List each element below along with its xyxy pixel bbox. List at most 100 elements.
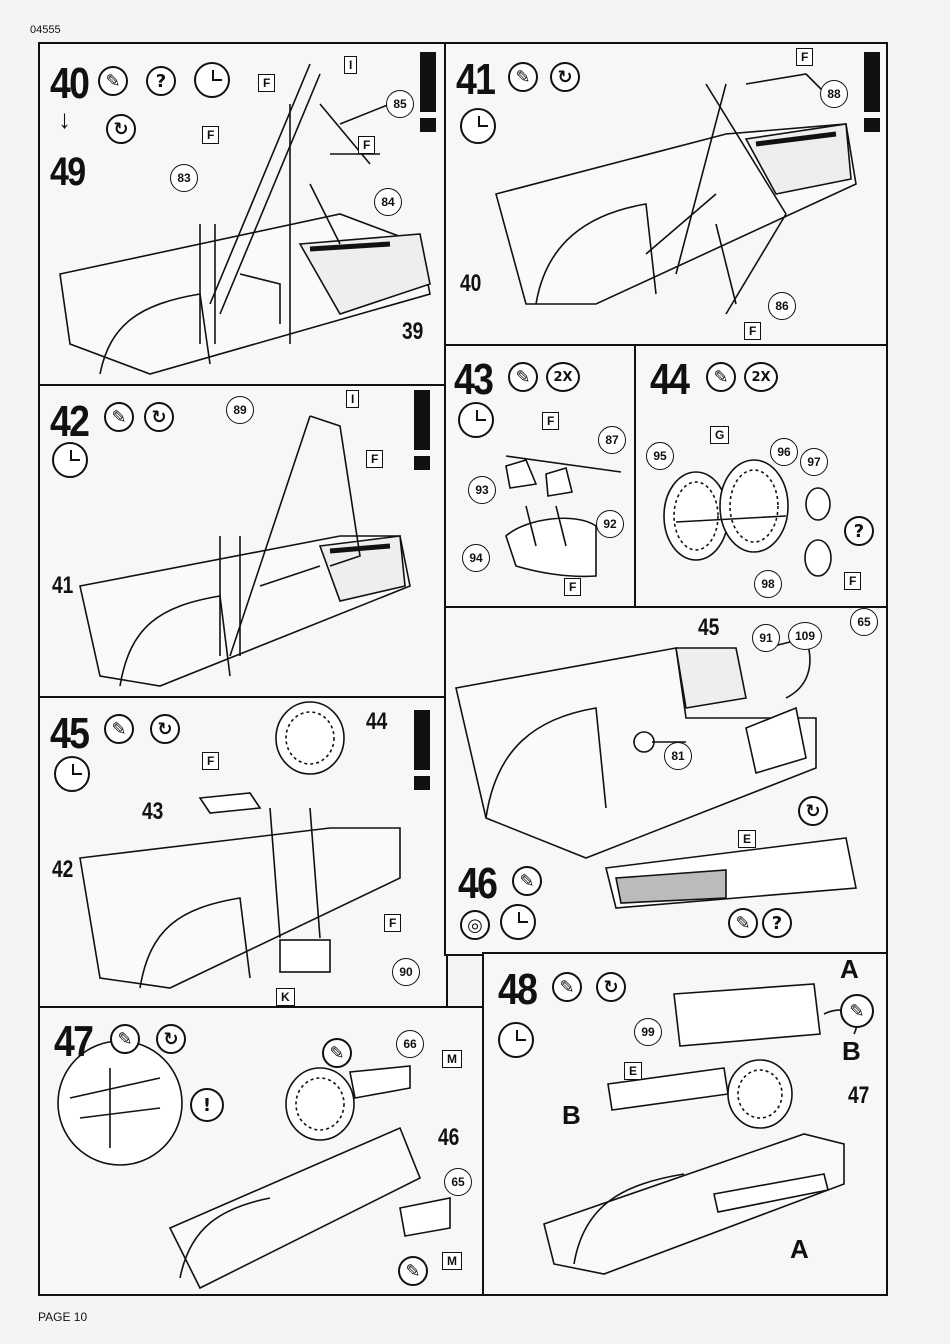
- step-41-number: 41: [456, 58, 494, 102]
- step-43-panel: 43 ✎ 2X F F 87 93 92 94: [444, 344, 638, 610]
- step-45-drawing: [40, 698, 446, 1008]
- question-icon: ?: [146, 66, 176, 96]
- paint-icon: ✎: [840, 994, 874, 1028]
- alignment-letter: A: [840, 954, 859, 985]
- alignment-letter: A: [790, 1234, 809, 1265]
- part-ref-label: 47: [848, 1082, 869, 1110]
- step-41-panel: 41 ✎ ↻ F F 88 86 40: [444, 42, 888, 348]
- step-48-drawing: [484, 954, 886, 1294]
- part-callout: 87: [598, 426, 626, 454]
- sprue-tag: F: [366, 450, 383, 468]
- sprue-tag: I: [346, 390, 359, 408]
- sprue-tag: F: [384, 914, 401, 932]
- question-icon: ?: [844, 516, 874, 546]
- sprue-tag: F: [744, 322, 761, 340]
- glue-icon: ✎: [110, 1024, 140, 1054]
- sprue-tag: K: [276, 988, 295, 1006]
- sprue-tag: F: [564, 578, 581, 596]
- part-callout: 65: [850, 608, 878, 636]
- step-47-number: 47: [54, 1020, 92, 1064]
- glue-icon: ✎: [552, 972, 582, 1002]
- part-callout: 99: [634, 1018, 662, 1046]
- paint-icon: ✎: [398, 1256, 428, 1286]
- sprue-tag: F: [542, 412, 559, 430]
- glue-icon: ✎: [706, 362, 736, 392]
- step-40-number: 40: [50, 62, 88, 106]
- part-callout: 84: [374, 188, 402, 216]
- sprue-tag: I: [344, 56, 357, 74]
- arrow-down-icon: ↓: [58, 104, 71, 135]
- part-ref-label: 39: [402, 318, 423, 346]
- clock-icon: [194, 62, 230, 98]
- part-callout: 66: [396, 1030, 424, 1058]
- part-callout: 109: [788, 622, 822, 650]
- part-ref-label: 46: [438, 1124, 459, 1152]
- part-callout: 85: [386, 90, 414, 118]
- part-callout: 96: [770, 438, 798, 466]
- part-ref-label: 40: [460, 270, 481, 298]
- part-callout: 95: [646, 442, 674, 470]
- step-40-panel: 40 ✎ ? ↻ ↓ 49 F F F I 83 84 85 39: [38, 42, 448, 388]
- alignment-letter: B: [842, 1036, 861, 1067]
- part-callout: 86: [768, 292, 796, 320]
- rotate-icon: ↻: [550, 62, 580, 92]
- warning-icon: [414, 390, 430, 470]
- sprue-tag: F: [258, 74, 275, 92]
- step-44-panel: 44 ✎ 2X G F 95 96 97 98 ?: [634, 344, 888, 610]
- step-40-arrow-target: 49: [50, 152, 84, 192]
- alignment-letter: B: [562, 1100, 581, 1131]
- step-48-number: 48: [498, 968, 536, 1012]
- step-42-drawing: [40, 386, 446, 698]
- glue-icon: ✎: [508, 362, 538, 392]
- step-42-panel: 42 ✎ ↻ I F 89 41: [38, 384, 448, 700]
- glue-icon: ✎: [508, 62, 538, 92]
- part-callout: 65: [444, 1168, 472, 1196]
- step-45-number: 45: [50, 712, 88, 756]
- glue-icon: ✎: [512, 866, 542, 896]
- warning-icon: [420, 52, 436, 132]
- step-46-drawing: [446, 608, 886, 954]
- question-icon: ?: [762, 908, 792, 938]
- part-callout: 94: [462, 544, 490, 572]
- paint-icon: ✎: [322, 1038, 352, 1068]
- clock-icon: [460, 108, 496, 144]
- part-callout: 88: [820, 80, 848, 108]
- sprue-tag: F: [844, 572, 861, 590]
- step-42-number: 42: [50, 400, 88, 444]
- rotate-icon: ↻: [156, 1024, 186, 1054]
- sprue-tag: E: [738, 830, 756, 848]
- catalog-code: 04555: [30, 24, 61, 36]
- paint-icon: ✎: [728, 908, 758, 938]
- warning-icon: [864, 52, 880, 132]
- step-43-number: 43: [454, 358, 492, 402]
- sprue-tag: F: [796, 48, 813, 66]
- part-callout: 89: [226, 396, 254, 424]
- step-46-number: 46: [458, 862, 496, 906]
- step-48-panel: 48 ✎ ↻ A ✎ B 99 E B 47 A: [482, 952, 888, 1296]
- tape-icon: ◎: [460, 910, 490, 940]
- clock-icon: [52, 442, 88, 478]
- warning-icon: [414, 710, 430, 790]
- rotate-icon: ↻: [798, 796, 828, 826]
- glue-icon: ✎: [104, 402, 134, 432]
- rotate-icon: ↻: [106, 114, 136, 144]
- part-callout: 92: [596, 510, 624, 538]
- step-47-panel: 47 ✎ ↻ ! ✎ 66 M 46 65 M ✎: [38, 1006, 486, 1296]
- part-callout: 83: [170, 164, 198, 192]
- glue-icon: ✎: [104, 714, 134, 744]
- clock-icon: [54, 756, 90, 792]
- glue-icon: ✎: [98, 66, 128, 96]
- sprue-tag: E: [624, 1062, 642, 1080]
- rotate-icon: ↻: [150, 714, 180, 744]
- part-callout: 91: [752, 624, 780, 652]
- sprue-tag: F: [202, 126, 219, 144]
- clock-icon: [498, 1022, 534, 1058]
- sprue-tag: F: [202, 752, 219, 770]
- multiplier-badge: 2X: [546, 362, 580, 392]
- part-callout: 93: [468, 476, 496, 504]
- part-ref-label: 41: [52, 572, 73, 600]
- rotate-icon: ↻: [144, 402, 174, 432]
- part-ref-label: 44: [366, 708, 387, 736]
- warning-circle-icon: !: [190, 1088, 224, 1122]
- page-number: PAGE 10: [38, 1310, 87, 1324]
